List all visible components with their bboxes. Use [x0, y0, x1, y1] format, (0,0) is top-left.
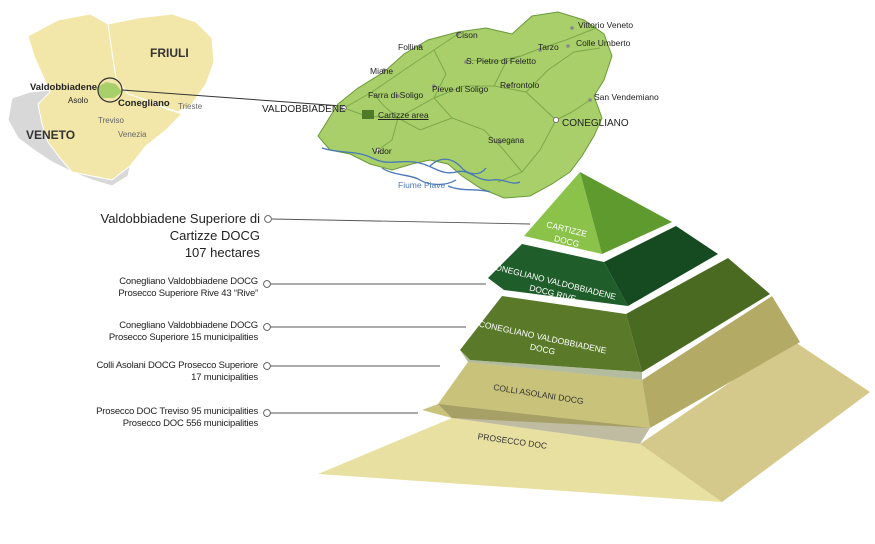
tier-separator-2 [460, 350, 642, 380]
town-label-trieste: Trieste [178, 102, 203, 111]
annotation-docg: Conegliano Valdobbiadene DOCG Prosecco S… [109, 320, 258, 344]
annotation-doc-line2: Prosecco DOC 556 municipalities [122, 418, 259, 429]
town-label-venezia: Venezia [118, 130, 147, 139]
annotation-doc: Prosecco DOC Treviso 95 municipalities P… [96, 406, 258, 430]
annotation-rive-line1: Conegliano Valdobbiadene DOCG [119, 276, 258, 287]
annotation-rive: Conegliano Valdobbiadene DOCG Prosecco S… [118, 276, 258, 300]
annotation-rive-line2: Prosecco Superiore Rive 43 “Rive” [118, 288, 258, 299]
annotation-docg-line2: Prosecco Superiore 15 municipalities [108, 332, 258, 343]
tier-rive-side [604, 226, 718, 306]
annotation-docg-line1: Conegliano Valdobbiadene DOCG [119, 320, 258, 331]
annotation-cartizze: Valdobbiadene Superiore di Cartizze DOCG… [101, 210, 261, 261]
annotation-cartizze-line3: 107 hectares [184, 245, 260, 260]
annotation-asolani-line1: Colli Asolani DOCG Prosecco Superiore [96, 360, 258, 371]
region-label-veneto: VENETO [26, 128, 76, 142]
town-label-vidor: Vidor [372, 146, 392, 156]
town-label-valdobbiadene-inset: Valdobbiadene [30, 82, 98, 93]
annotation-cartizze-line1: Valdobbiadene Superiore di [100, 211, 261, 226]
town-label-conegliano-inset: Conegliano [118, 98, 170, 109]
cartizze-area-marker [362, 110, 374, 119]
tier-cartizze-front [524, 172, 602, 254]
river-label-piave: Fiume Piave [398, 180, 446, 190]
quality-pyramid: CARTIZZE DOCG CONEGLIANO VALDOBBIADENE D… [318, 172, 870, 502]
town-label-farra: Farra di Soligo [368, 90, 424, 100]
tier-separator-1 [438, 404, 650, 444]
town-label-s-pietro: S. Pietro di Feletto [466, 56, 536, 66]
tier-cartizze-side [580, 172, 672, 254]
tier-doc-side [640, 340, 870, 502]
town-dots-small [382, 26, 592, 144]
prosecco-zone-inset [96, 82, 122, 98]
inset-map [7, 13, 343, 187]
town-label-treviso: Treviso [98, 116, 124, 125]
town-label-cison: Cison [456, 30, 478, 40]
town-label-san-vendemiano: San Vendemiano [594, 92, 659, 102]
town-label-tarzo: Tarzo [538, 42, 559, 52]
town-label-susegana: Susegana [488, 136, 525, 145]
town-label-refrontolo: Refrontolo [500, 80, 540, 90]
tier-docg-front [460, 296, 642, 372]
annotation-asolani-line2: 17 municipalities [191, 372, 258, 383]
zone-map [317, 11, 613, 199]
annotation-doc-line1: Prosecco DOC Treviso 95 municipalities [96, 406, 258, 417]
town-label-colle-umberto: Colle Umberto [576, 38, 631, 48]
tier-rive-front [488, 244, 628, 306]
zoom-connector-line [121, 89, 343, 107]
town-label-cartizze-area: Cartizze area [378, 110, 429, 120]
town-label-miane: Miane [370, 66, 394, 76]
town-label-vittorio-veneto: Vittorio Veneto [578, 20, 634, 30]
tier-asolani-side [642, 296, 800, 428]
tier-doc-front [318, 418, 722, 502]
annotation-cartizze-line2: Cartizze DOCG [169, 228, 260, 243]
town-label-pieve: Pieve di Soligo [432, 84, 489, 94]
river-piave [321, 147, 521, 193]
region-label-friuli: FRIULI [150, 46, 189, 60]
town-dots [341, 105, 560, 153]
annotation-asolani: Colli Asolani DOCG Prosecco Superiore 17… [96, 360, 258, 384]
town-label-follina: Follina [398, 42, 424, 52]
town-label-valdobbiadene: VALDOBBIADENE [262, 104, 346, 115]
leader-lines [263, 215, 531, 417]
town-label-asolo-inset: Asolo [68, 96, 89, 105]
town-label-conegliano: CONEGLIANO [562, 118, 629, 129]
tier-docg-side [626, 258, 770, 372]
